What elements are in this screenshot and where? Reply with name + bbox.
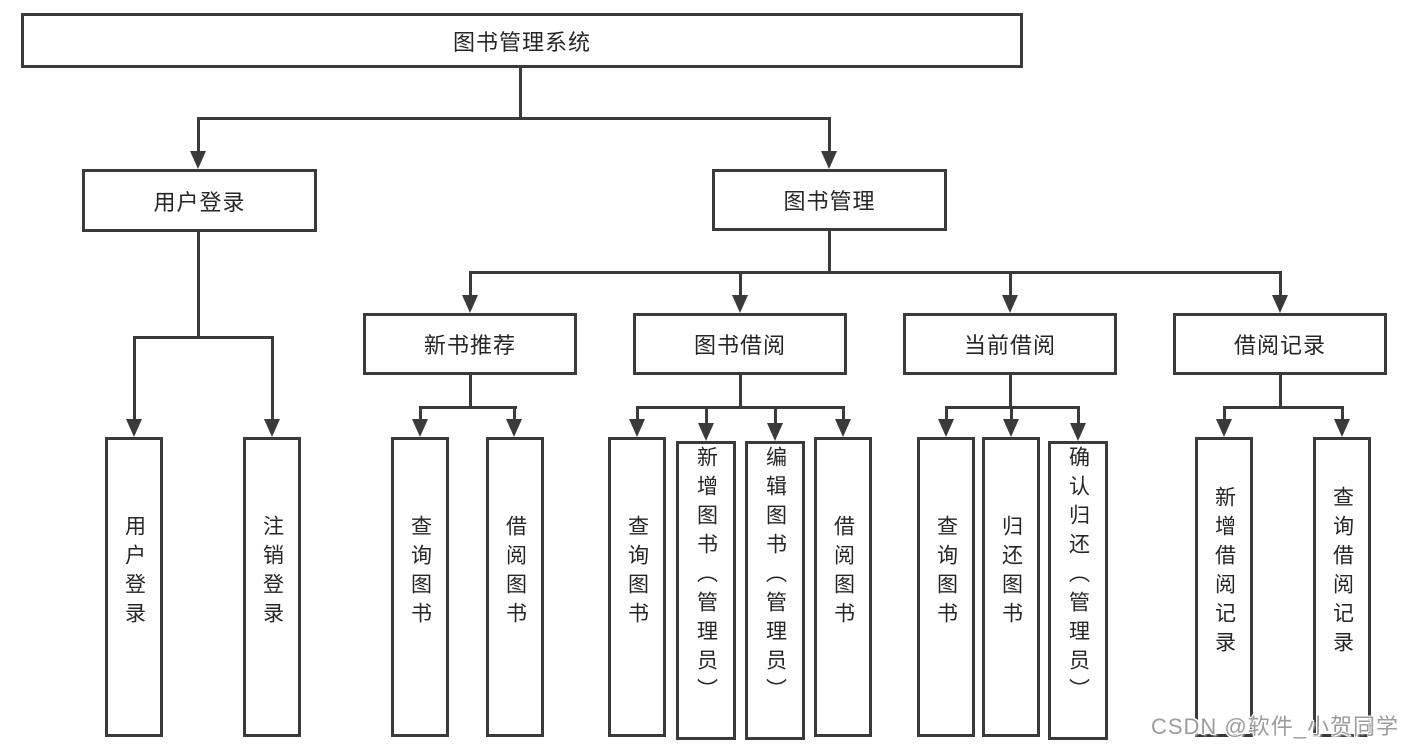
connector-line [1009, 271, 1012, 297]
connector-line [197, 232, 200, 338]
connector-line [133, 336, 136, 420]
node-label: 当前借阅 [963, 333, 1056, 358]
node-label: 借阅图书 [831, 515, 855, 631]
node-add-borrow-record: 新增借阅记录 [1195, 437, 1253, 737]
arrowhead-icon [1272, 295, 1288, 313]
csdn-watermark: CSDN @软件_小贺同学 [1150, 714, 1399, 739]
node-query-books-borrowing: 查询图书 [608, 437, 666, 737]
connector-line [271, 336, 274, 420]
arrowhead-icon [629, 419, 645, 437]
connector-line [419, 406, 517, 409]
node-library-management-system: 图书管理系统 [21, 13, 1023, 68]
arrowhead-icon [938, 419, 954, 437]
arrowhead-icon [767, 423, 783, 441]
node-label: 借阅图书 [503, 515, 527, 631]
node-label: 图书管理系统 [452, 29, 591, 55]
node-book-borrowing: 图书借阅 [633, 313, 847, 375]
connector-line [774, 406, 777, 426]
node-label: 新书推荐 [423, 333, 516, 358]
node-book-management: 图书管理 [712, 169, 947, 231]
connector-line [469, 271, 1282, 274]
connector-line [513, 406, 516, 422]
connector-line [1009, 374, 1012, 408]
connector-line [636, 406, 639, 422]
node-label: 查询图书 [934, 515, 958, 631]
node-label: 查询图书 [408, 515, 432, 631]
connector-line [705, 406, 708, 426]
arrowhead-icon [1070, 423, 1086, 441]
node-label: 查询借阅记录 [1330, 486, 1354, 660]
node-borrow-books: 借阅图书 [814, 437, 872, 737]
connector-line [519, 68, 522, 118]
connector-line [197, 117, 200, 153]
connector-line [636, 406, 845, 409]
node-label: 图书借阅 [693, 333, 786, 358]
node-label: 新增借阅记录 [1212, 486, 1236, 660]
node-label: 用户登录 [153, 189, 246, 215]
arrowhead-icon [821, 151, 837, 169]
node-logout: 注销登录 [243, 437, 301, 737]
connector-line [469, 271, 472, 297]
node-borrow-books-recommend: 借阅图书 [486, 437, 544, 737]
connector-line [828, 231, 831, 274]
arrowhead-icon [732, 295, 748, 313]
arrowhead-icon [1216, 419, 1232, 437]
arrowhead-icon [1334, 419, 1350, 437]
connector-line [1010, 406, 1013, 422]
node-user-login: 用户登录 [82, 169, 317, 232]
node-return-book: 归还图书 [982, 437, 1040, 737]
node-query-borrow-record: 查询借阅记录 [1313, 437, 1371, 737]
connector-line [739, 271, 742, 297]
connector-line [1279, 374, 1282, 408]
connector-line [197, 117, 831, 120]
connector-line [739, 374, 742, 408]
arrowhead-icon [190, 151, 206, 169]
connector-line [828, 117, 831, 153]
node-user-login-leaf: 用户登录 [105, 437, 163, 737]
node-label: 借阅记录 [1233, 333, 1326, 358]
node-label: 注销登录 [260, 515, 284, 631]
arrowhead-icon [835, 419, 851, 437]
arrowhead-icon [1003, 419, 1019, 437]
connector-line [842, 406, 845, 422]
node-label: 编辑图书（管理员） [763, 446, 787, 707]
arrowhead-icon [462, 295, 478, 313]
connector-line [469, 374, 472, 408]
arrowhead-icon [412, 419, 428, 437]
node-label: 归还图书 [999, 515, 1023, 631]
arrowhead-icon [506, 419, 522, 437]
node-label: 确认归还（管理员） [1066, 446, 1090, 707]
node-label: 用户登录 [122, 515, 146, 631]
arrowhead-icon [1002, 295, 1018, 313]
node-borrowing-records: 借阅记录 [1173, 313, 1387, 375]
connector-line [945, 406, 948, 422]
node-query-books-recommend: 查询图书 [391, 437, 449, 737]
arrowhead-icon [264, 419, 280, 437]
connector-line [1223, 406, 1344, 409]
node-edit-book-admin: 编辑图书（管理员） [745, 441, 805, 740]
arrowhead-icon [698, 423, 714, 441]
connector-line [1223, 406, 1226, 422]
connector-line [1077, 406, 1080, 426]
node-add-book-admin: 新增图书（管理员） [676, 441, 736, 740]
connector-line [1279, 271, 1282, 297]
node-label: 新增图书（管理员） [694, 446, 718, 707]
arrowhead-icon [126, 419, 142, 437]
connector-line [1341, 406, 1344, 422]
connector-line [133, 336, 274, 339]
node-query-books-current: 查询图书 [917, 437, 975, 737]
connector-line [419, 406, 422, 422]
node-current-borrowing: 当前借阅 [903, 313, 1117, 375]
node-confirm-return-admin: 确认归还（管理员） [1048, 441, 1108, 740]
node-label: 查询图书 [625, 515, 649, 631]
node-label: 图书管理 [783, 189, 876, 214]
node-new-book-recommendation: 新书推荐 [363, 313, 577, 375]
